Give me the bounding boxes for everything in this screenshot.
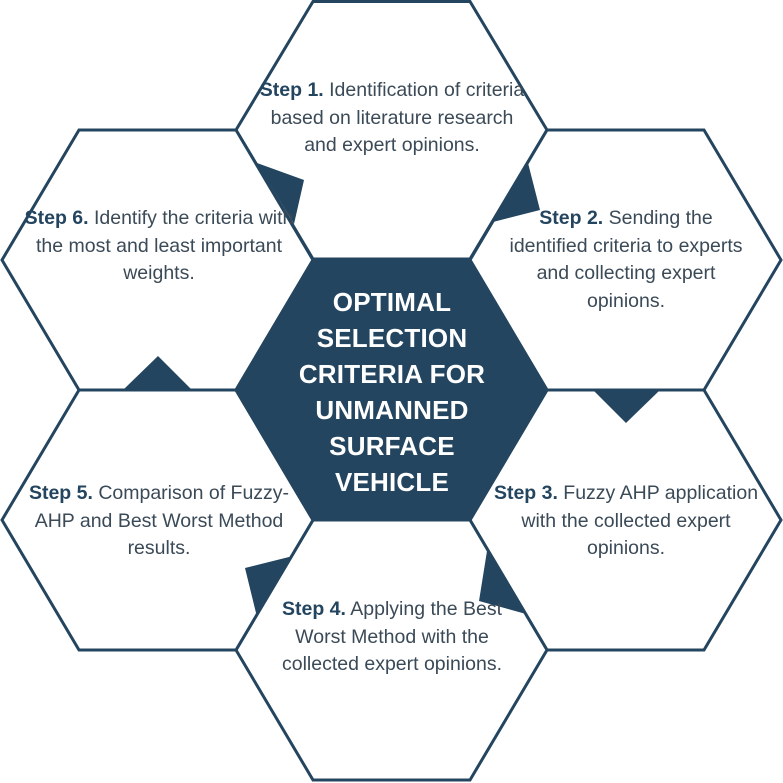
step-4-text: Step 4. Applying the Best Worst Method w… [262,596,522,679]
step-1-description: Identification of criteria based on lite… [270,79,525,156]
arrow-step-4-to-5 [245,556,293,617]
step-1-text: Step 1. Identification of criteria based… [254,77,530,160]
center-title: OPTIMAL SELECTION CRITERIA FOR UNMANNED … [270,284,514,500]
arrow-step-2-to-3 [593,390,660,423]
hexagon-center [234,258,549,522]
step-5-description: Comparison of Fuzzy-AHP and Best Worst M… [34,482,290,559]
arrow-step-1-to-2 [493,163,540,222]
step-3-label: Step 3. [493,482,558,504]
center-title-line: UNMANNED [315,395,469,425]
arrow-step-6-to-1 [257,163,304,224]
center-title-line: VEHICLE [334,467,450,497]
center-title-line: SELECTION [316,323,468,353]
step-6-label: Step 6. [24,207,89,229]
step-2-description: Sending the identified criteria to exper… [509,207,743,312]
step-3-text: Step 3. Fuzzy AHP application with the c… [490,480,762,563]
step-2-text: Step 2. Sending the identified criteria … [503,205,749,315]
arrow-step-3-to-4 [479,551,526,614]
step-6-description: Identify the criteria with the most and … [35,207,294,284]
step-4-label: Step 4. [281,598,346,620]
center-title-line: OPTIMAL [332,287,452,317]
step-1-label: Step 1. [259,79,324,101]
step-5-label: Step 5. [28,482,93,504]
center-title-line: SURFACE [329,431,455,461]
step-2-label: Step 2. [539,207,604,229]
arrow-step-5-to-6 [123,356,192,390]
center-title-line: CRITERIA FOR [298,359,486,389]
step-3-description: Fuzzy AHP application with the collected… [521,482,759,559]
step-6-text: Step 6. Identify the criteria with the m… [24,205,294,288]
step-5-text: Step 5. Comparison of Fuzzy-AHP and Best… [14,480,304,563]
step-4-description: Applying the Best Worst Method with the … [281,598,503,675]
